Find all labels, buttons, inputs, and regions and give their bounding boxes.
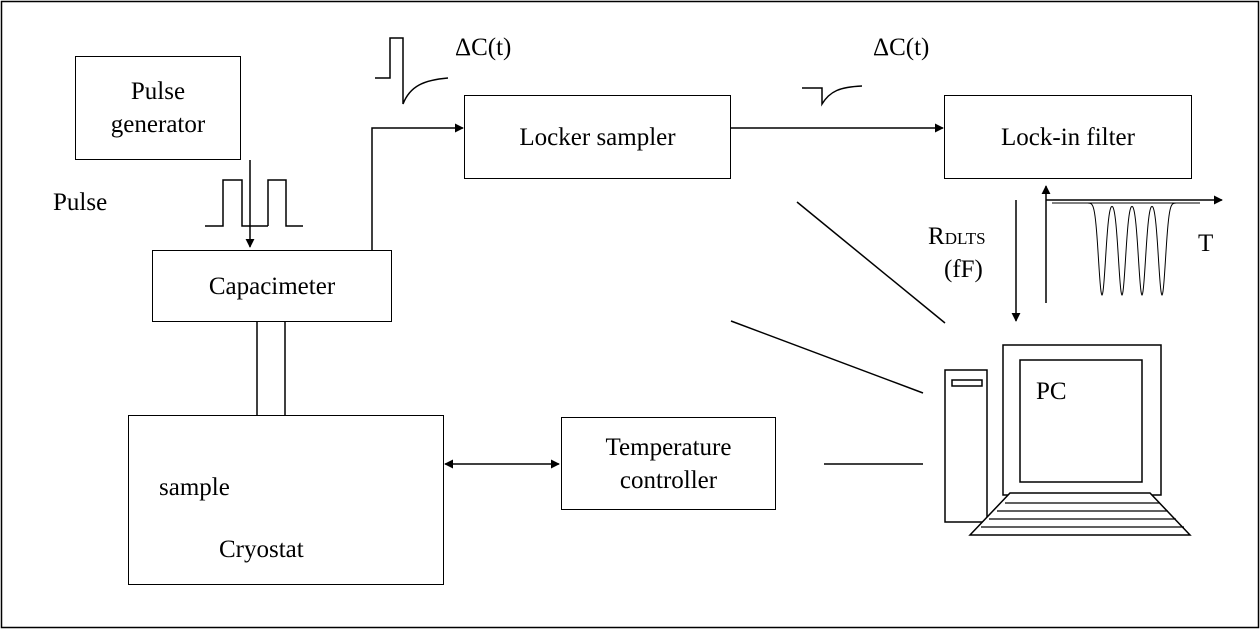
pc-computer-icon [944,344,1192,536]
pc-drive-slot [951,379,983,387]
pulse-generator-label-1: Pulse [130,78,186,105]
capacimeter-block: Capacimeter [152,250,392,322]
temperature-controller-label-1: Temperature [605,433,732,461]
t-axis-label: T [1198,230,1214,257]
delta-c-label-1: ΔC(t) [455,34,512,61]
pulse-generator-block: Pulse generator [75,56,241,160]
rdlts-subscript: DLTS [944,229,986,248]
dlts-spectrum-peaks [1052,202,1200,297]
temperature-controller-block: Temperature controller [561,417,776,510]
arrow-capacimeter-to-locker [371,123,464,250]
rdlts-main: R [928,223,945,250]
cryostat-label: Cryostat [219,536,304,563]
line-locker-to-pc [796,201,946,324]
pulse-waveform [205,179,268,227]
delta-c-label-2: ΔC(t) [873,34,930,61]
line-capacimeter-to-pc [730,320,924,394]
pc-screen [1019,359,1143,483]
rdlts-unit-label: (fF) [944,256,983,283]
sample-label: sample [159,474,230,501]
capacitance-transient-waveform-1 [375,37,449,105]
pulse-waveform-2 [267,179,303,227]
capacimeter-label: Capacimeter [208,272,336,300]
lockin-filter-block: Lock-in filter [944,95,1192,179]
pc-label: PC [1036,378,1067,405]
pulse-generator-label-2: generator [110,111,206,138]
pc-tower [944,369,988,523]
temperature-controller-label-2: controller [619,466,718,494]
lockin-filter-label: Lock-in filter [1001,123,1135,151]
cryostat-block: Cryostat [128,415,444,585]
pulse-label: Pulse [53,189,108,216]
pc-keyboard [968,492,1192,536]
capacitance-transient-waveform-2 [802,85,863,107]
locker-sampler-block: Locker sampler [464,95,731,179]
locker-sampler-label: Locker sampler [519,123,676,151]
rdlts-label: RDLTS [928,223,986,253]
